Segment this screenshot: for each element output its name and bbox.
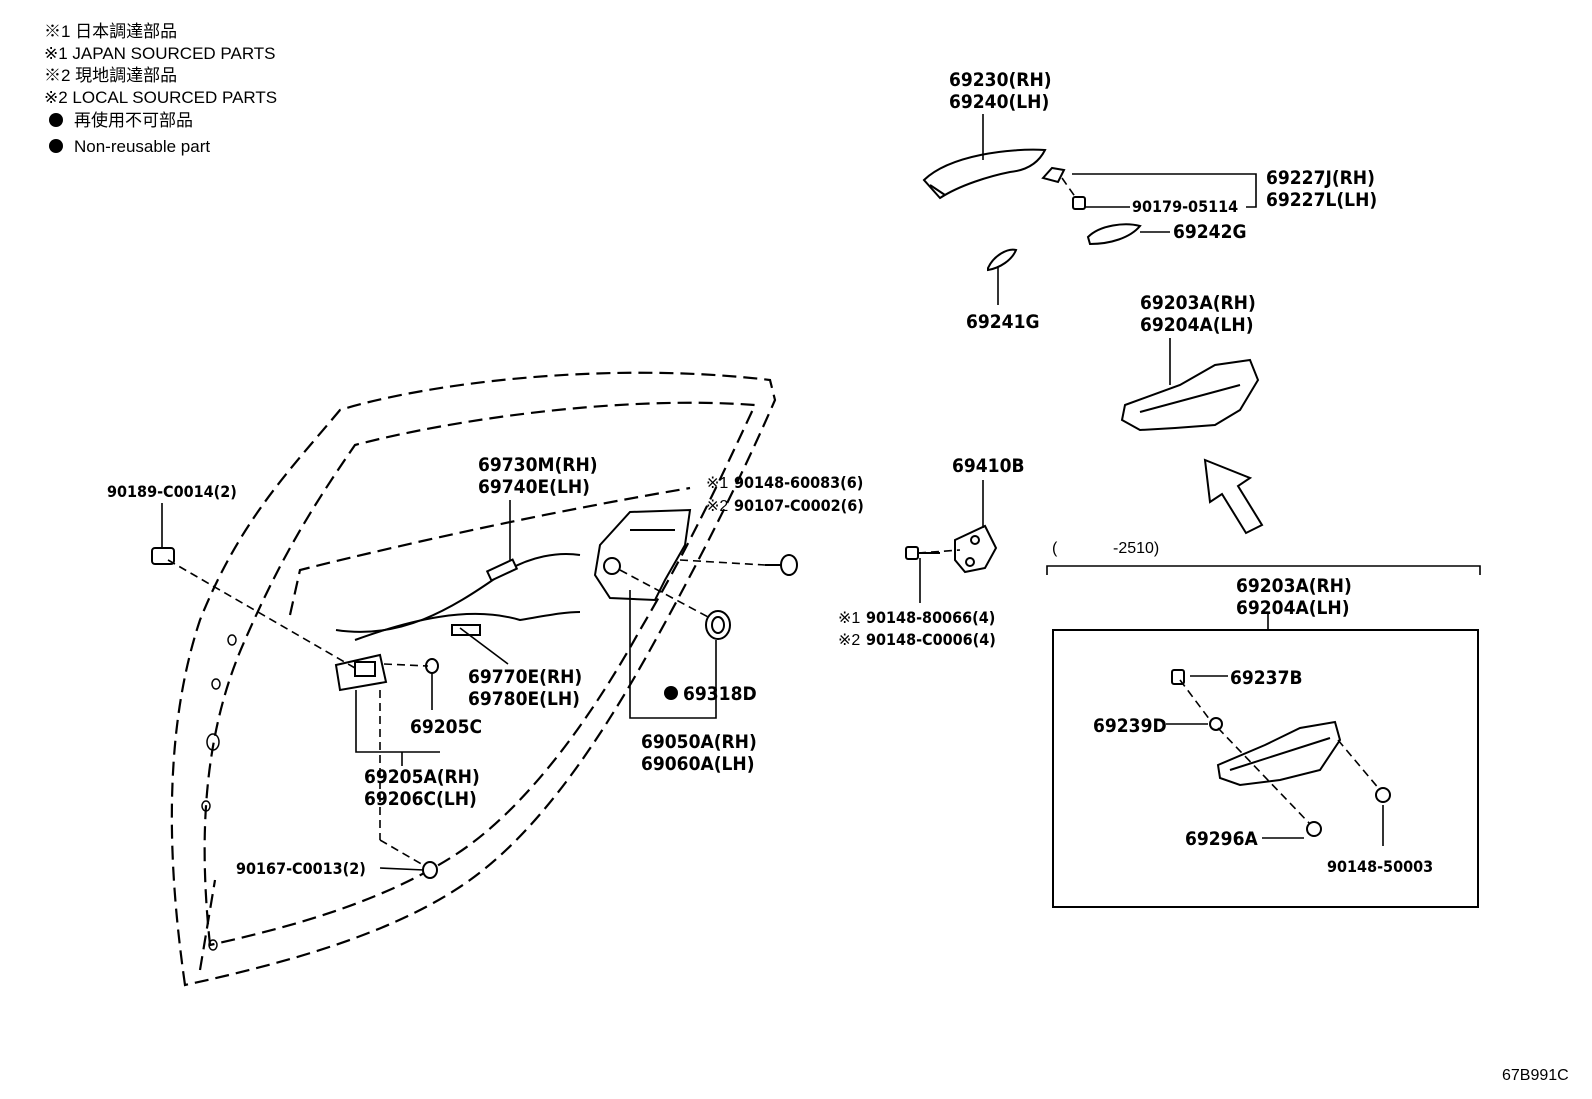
label-69780e: 69780E(LH) <box>468 688 580 710</box>
washer-69239d-icon <box>1209 717 1223 731</box>
door-outline <box>170 371 777 987</box>
label-69237b: 69237B <box>1230 667 1303 689</box>
legend-line-6: Non-reusable part <box>74 137 210 156</box>
label-69318d: 69318D <box>683 683 757 705</box>
bolt-90148-60083-icon <box>765 554 798 576</box>
assembly-lines <box>167 177 1381 867</box>
range-open: ( <box>1052 540 1058 557</box>
label-90167: 90167-C0013(2) <box>236 859 366 878</box>
label-69240: 69240(LH) <box>949 91 1049 113</box>
label-69205a: 69205A(RH) <box>364 766 480 788</box>
label-69206c: 69206C(LH) <box>364 788 477 810</box>
label-69204a-box: 69204A(LH) <box>1236 597 1350 619</box>
mark-2: ※2 <box>706 498 728 515</box>
label-69227j: 69227J(RH) <box>1266 167 1375 189</box>
handle-cap-icon <box>1041 166 1066 184</box>
striker-69410b-icon <box>954 524 998 574</box>
label-69740e: 69740E(LH) <box>478 476 590 498</box>
bolt-69296a-icon <box>1306 821 1322 837</box>
cover-69241g-icon <box>987 248 1018 272</box>
mark-2: ※2 <box>838 632 860 649</box>
label-69205c: 69205C <box>410 716 482 738</box>
non-reusable-dot-icon <box>49 139 63 153</box>
part-labels: 69230(RH) 69240(LH) 69227J(RH) 69227L(LH… <box>107 69 1569 1084</box>
diagram-code: 67B991C <box>1502 1067 1569 1084</box>
direction-arrow-icon <box>1203 458 1264 535</box>
non-reusable-dot-icon <box>664 686 678 700</box>
label-69050a: 69050A(RH) <box>641 731 757 753</box>
label-69239d: 69239D <box>1093 715 1167 737</box>
cable-69770e-icon <box>354 611 581 641</box>
legend-line-3: ※2 現地調達部品 <box>44 66 177 85</box>
door-lock-frame-icon <box>1120 358 1260 432</box>
range-end: -2510) <box>1113 540 1159 557</box>
assembly-box <box>1052 629 1479 908</box>
label-69227l: 69227L(LH) <box>1266 189 1377 211</box>
label-69242g: 69242G <box>1173 221 1247 243</box>
non-reusable-dot-icon <box>49 113 63 127</box>
label-90179: 90179-05114 <box>1132 197 1238 216</box>
label-69296a: 69296A <box>1185 828 1258 850</box>
label-69203a-top: 69203A(RH) <box>1140 292 1256 314</box>
outside-handle-icon <box>922 148 1047 200</box>
label-69204a-top: 69204A(LH) <box>1140 314 1254 336</box>
inside-handle-69205a-icon <box>334 653 388 692</box>
leader-lines <box>161 114 1481 871</box>
label-90148-50003: 90148-50003 <box>1327 857 1433 876</box>
label-90148-80066: 90148-80066(4) <box>866 608 995 627</box>
grommet-69318d-icon <box>705 610 731 640</box>
label-69730m: 69730M(RH) <box>478 454 598 476</box>
label-69230: 69230(RH) <box>949 69 1052 91</box>
label-90148-60083: 90148-60083(6) <box>734 473 863 492</box>
label-69410b: 69410B <box>952 455 1025 477</box>
door-lock-69050a-icon <box>593 508 692 602</box>
label-69770e: 69770E(RH) <box>468 666 582 688</box>
screw-90167-icon <box>422 861 438 879</box>
label-69203a-box: 69203A(RH) <box>1236 575 1352 597</box>
label-90189: 90189-C0014(2) <box>107 482 237 501</box>
mark-1: ※1 <box>838 610 860 627</box>
label-90148-c0006: 90148-C0006(4) <box>866 630 996 649</box>
mark-1: ※1 <box>706 475 728 492</box>
cable-69730m-icon <box>335 553 581 633</box>
bolt-90148-50003-icon <box>1375 787 1391 803</box>
label-69241g: 69241G <box>966 311 1040 333</box>
door-holes <box>201 634 237 951</box>
lock-assembly-box-icon <box>1216 720 1342 787</box>
legend-line-2: ※1 JAPAN SOURCED PARTS <box>44 44 276 63</box>
legend-line-5: 再使用不可部品 <box>74 110 193 130</box>
legend: ※1 日本調達部品 ※1 JAPAN SOURCED PARTS ※2 現地調達… <box>44 22 277 156</box>
legend-line-1: ※1 日本調達部品 <box>44 22 177 41</box>
legend-line-4: ※2 LOCAL SOURCED PARTS <box>44 88 277 107</box>
cover-69242g-icon <box>1086 223 1142 246</box>
label-90107-c0002: 90107-C0002(6) <box>734 496 864 515</box>
label-69060a: 69060A(LH) <box>641 753 755 775</box>
screw-90179-icon <box>1072 196 1086 210</box>
